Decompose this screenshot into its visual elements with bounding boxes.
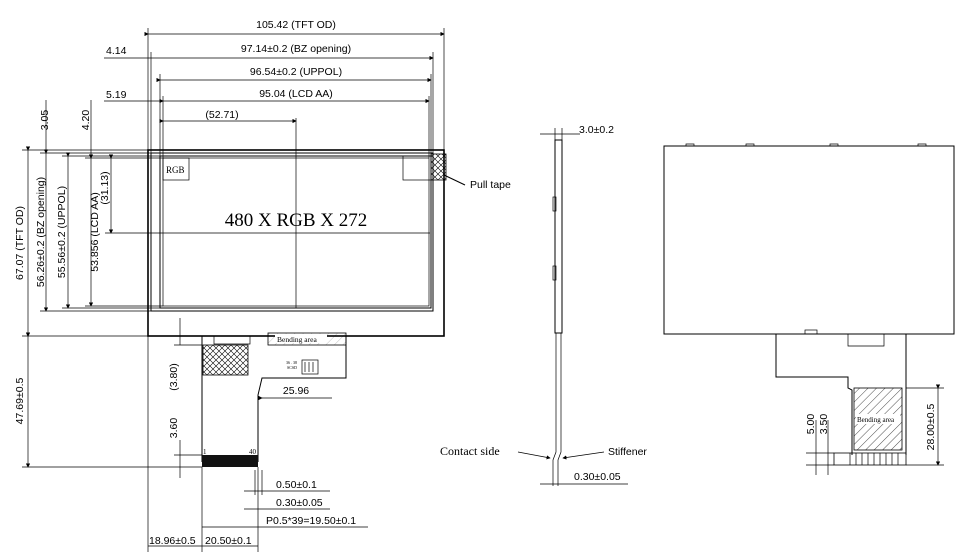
bending-area-label: Bending area: [277, 335, 317, 344]
vertical-dimensions: 67.07 (TFT OD) 56.26±0.2 (BZ opening) 55…: [14, 100, 202, 478]
fpc-outline: [201, 336, 347, 462]
pull-tape-leader: [443, 174, 466, 186]
pull-tape-box: [402, 155, 432, 181]
back-connector: [833, 452, 907, 466]
dim-center-width: (52.71): [205, 109, 238, 121]
side-view: 3.0±0.2 Contact side Stiffener 0.30±0.05: [440, 124, 647, 486]
fpc-ic-area: [202, 344, 249, 376]
back-bending-area-label: Bending area: [857, 416, 895, 424]
dim-uppol-width: 96.54±0.2 (UPPOL): [250, 66, 342, 78]
pin-last-label: 40: [249, 448, 257, 456]
dim-bz-opening-width: 97.14±0.2 (BZ opening): [241, 43, 351, 55]
dim-tft-od-height: 67.07 (TFT OD): [14, 206, 26, 280]
dim-pin-width: 0.50±0.1: [276, 479, 317, 491]
dim-top-offset-2: 4.20: [80, 110, 92, 131]
dim-pin-thickness: 0.30±0.05: [276, 497, 323, 509]
pin-first-label: 1: [203, 448, 207, 456]
fpc-thickness: 0.30±0.05: [574, 471, 621, 483]
dim-lcd-aa-height: 53.856 (LCD AA): [89, 192, 101, 271]
back-dim-b: 3.50: [818, 414, 830, 435]
back-view: Bending area 28.00±0.5 5.00 3.50: [663, 143, 955, 475]
resolution-label: 480 X RGB X 272: [225, 210, 368, 231]
dim-tft-od-width: 105.42 (TFT OD): [256, 19, 336, 31]
contact-side-label: Contact side: [440, 444, 500, 458]
tiny-mark: 36 . 38: [286, 360, 297, 365]
pull-tape-patch: [430, 153, 447, 181]
front-view: RGB 480 X RGB X 272 Pull tape Bending ar…: [14, 19, 511, 552]
back-dim-a: 5.00: [805, 414, 817, 435]
dim-stiffener-length: 3.60: [168, 418, 180, 439]
side-fpc: [552, 333, 562, 486]
dim-left-offset-1: 4.14: [106, 45, 127, 57]
dim-pin-pitch: P0.5*39=19.50±0.1: [266, 515, 356, 527]
dim-center-height: (31.13): [99, 171, 111, 204]
stiffener-label: Stiffener: [608, 446, 647, 458]
bz-opening-outline: [150, 152, 434, 312]
dim-fpc-gap: (3.80): [168, 363, 180, 390]
dim-lcd-aa-width: 95.04 (LCD AA): [259, 88, 333, 100]
back-panel: [663, 145, 955, 335]
dim-fpc-left: 18.96±0.5: [149, 535, 196, 547]
dim-left-offset-2: 5.19: [106, 89, 127, 101]
horizontal-dimensions: 105.42 (TFT OD) 97.14±0.2 (BZ opening) 9…: [104, 19, 445, 552]
rgb-label: RGB: [166, 165, 185, 175]
dim-uppol-height: 55.56±0.2 (UPPOL): [56, 186, 68, 278]
dim-bz-opening-height: 56.26±0.2 (BZ opening): [35, 177, 47, 287]
side-thickness: 3.0±0.2: [579, 124, 614, 136]
dim-connector-width: 20.50±0.1: [205, 535, 252, 547]
svg-text:SCSD: SCSD: [287, 365, 297, 370]
uppol-outline: [159, 155, 432, 309]
pull-tape-label: Pull tape: [470, 179, 511, 191]
dim-fpc-length: 47.69±0.5: [14, 378, 26, 425]
back-tail-length: 28.00±0.5: [925, 404, 937, 451]
side-panel: [554, 139, 563, 334]
rgb-box: [162, 157, 190, 181]
fpc-component: [301, 359, 319, 375]
fpc-connector: [202, 455, 258, 467]
dim-top-offset-1: 3.05: [39, 110, 51, 131]
dim-fpc-width: 25.96: [283, 385, 309, 397]
back-fpc: [775, 334, 907, 455]
